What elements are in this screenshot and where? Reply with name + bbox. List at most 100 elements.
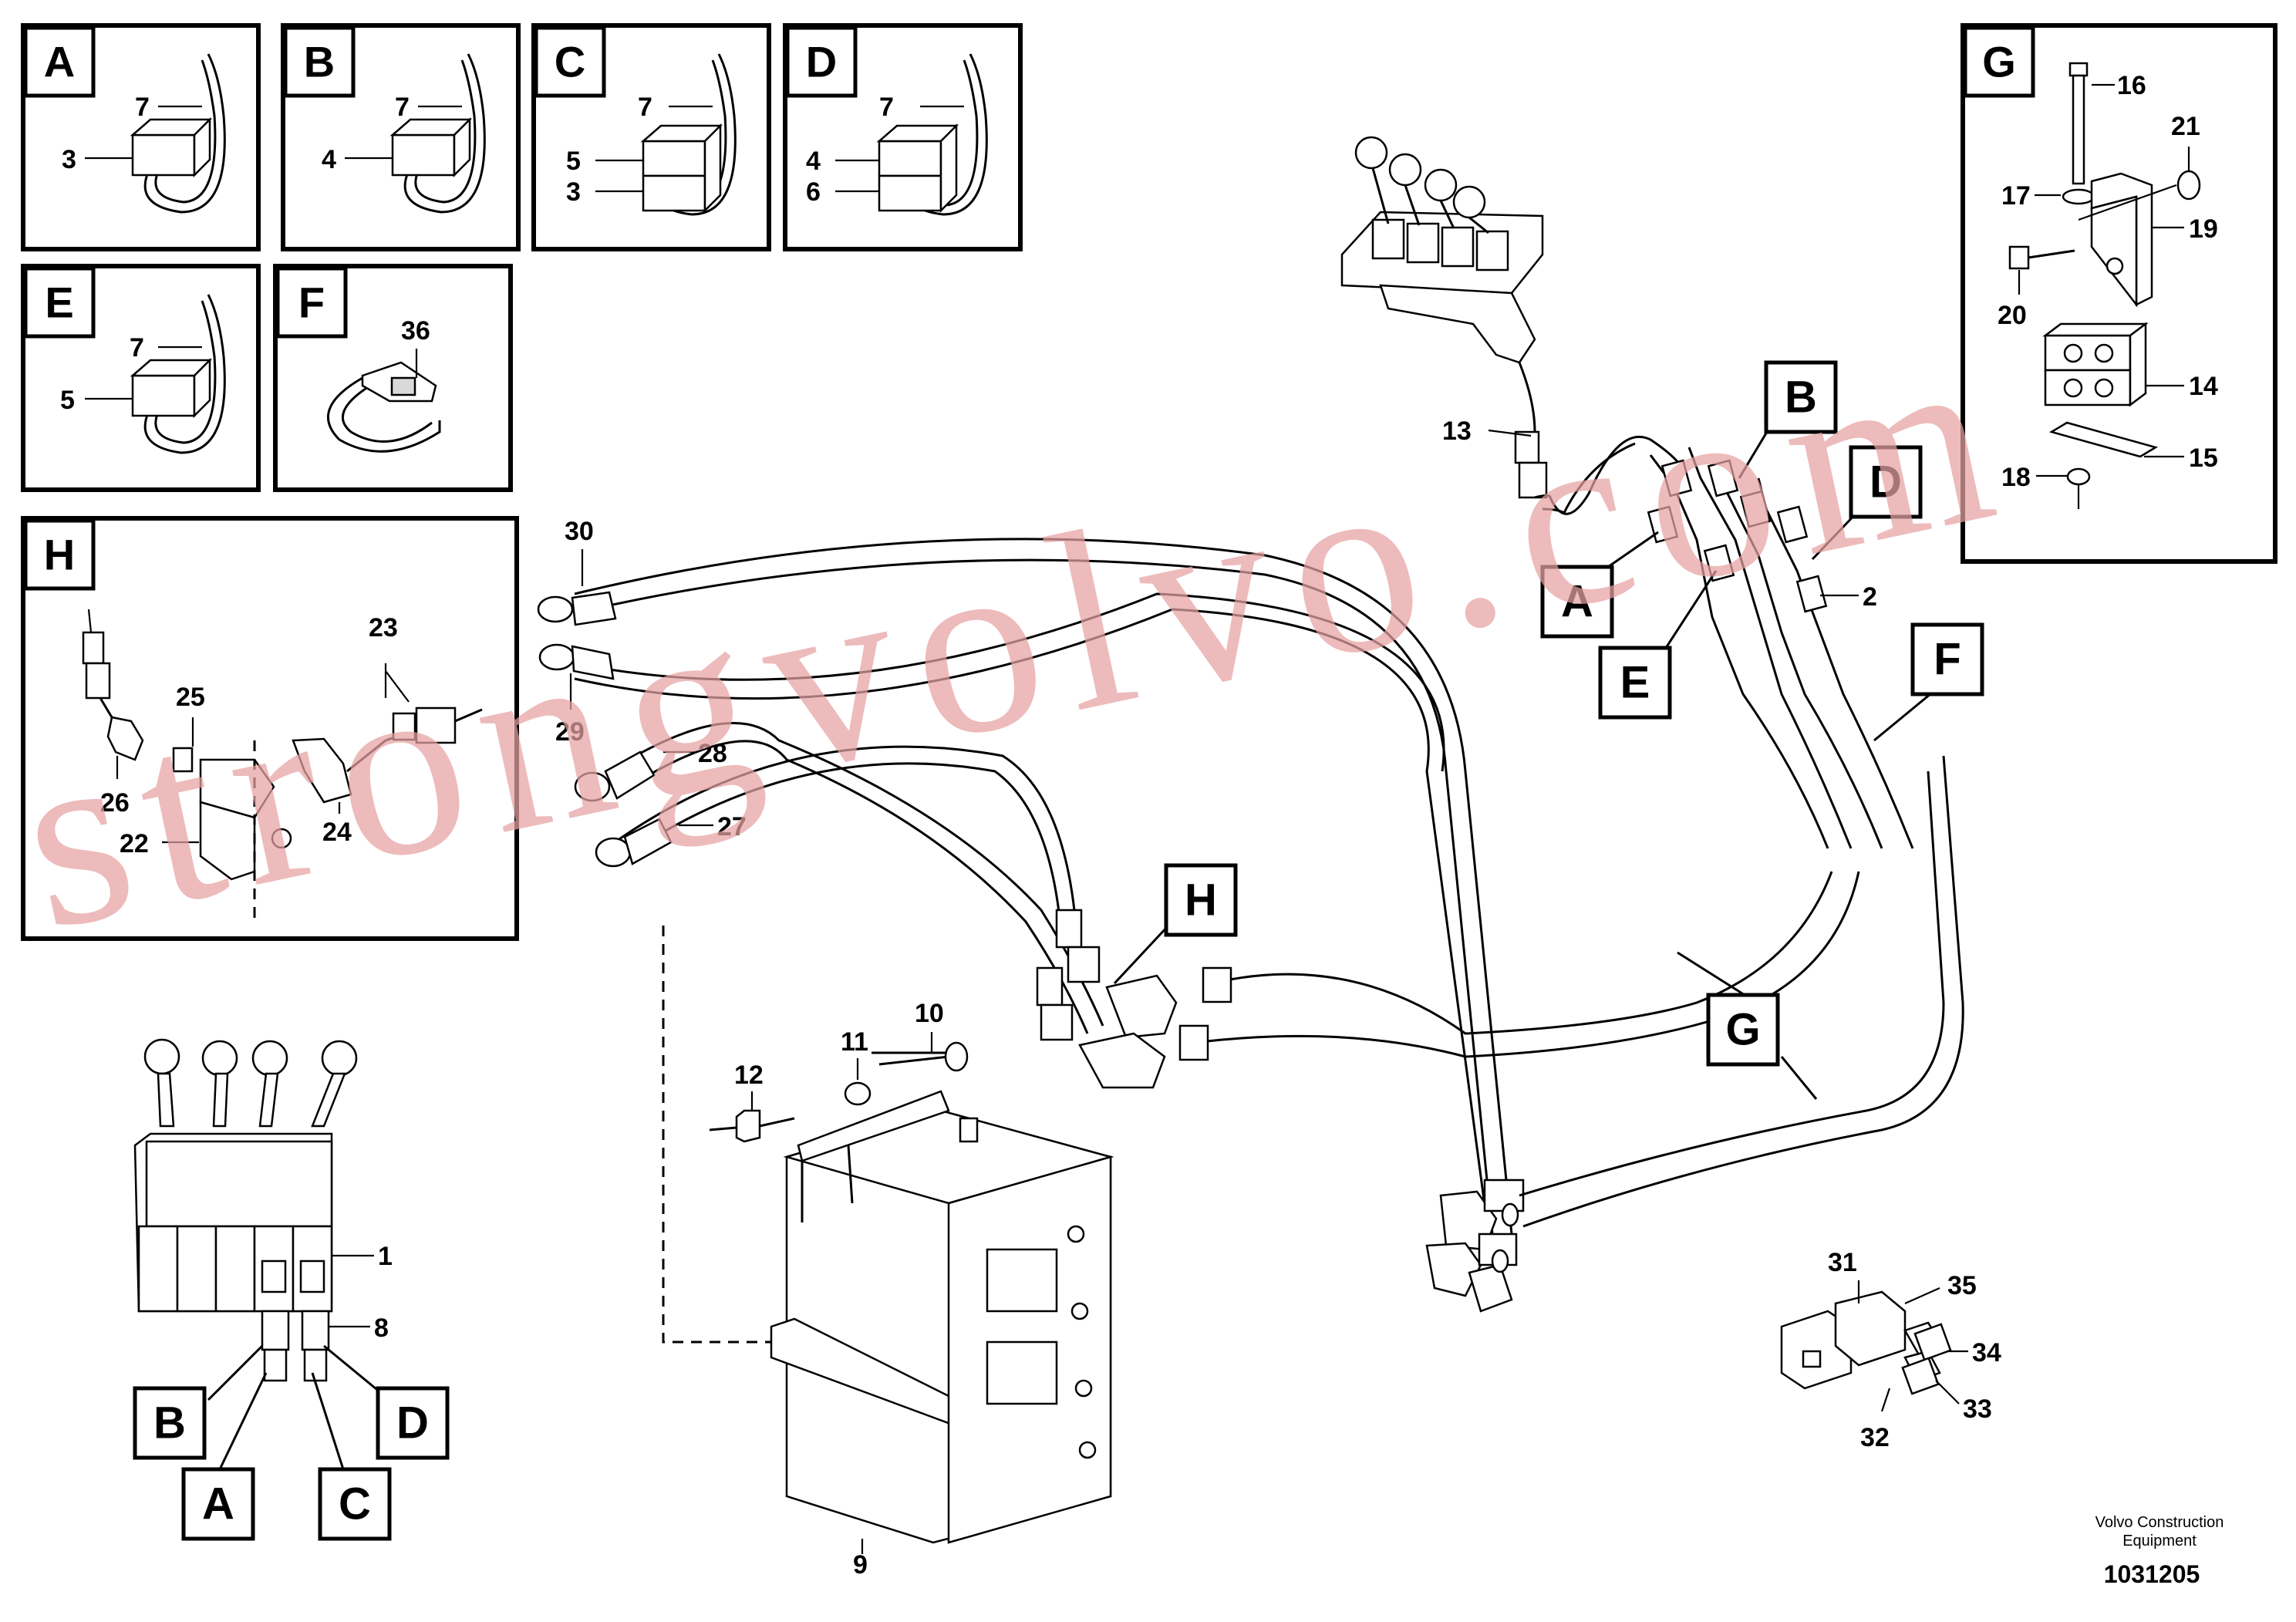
hose-tag-f <box>1910 622 1984 696</box>
tee-fittings <box>1425 755 1964 1313</box>
screw <box>2008 245 2075 270</box>
inset-d: D 7 4 6 <box>783 23 1023 251</box>
callout-4: 4 <box>806 147 821 176</box>
inset-h: H 23 25 26 24 22 <box>21 516 519 941</box>
callout-4: 4 <box>322 145 336 174</box>
callout-9: 9 <box>853 1550 868 1580</box>
valve-mounting-hardware <box>709 1041 969 1143</box>
cable-tie-clamp <box>130 53 226 214</box>
callout-22: 22 <box>120 829 149 858</box>
pilot-hose-bundle <box>1647 447 1914 849</box>
inset-letter: G <box>1982 38 2016 86</box>
callout-7: 7 <box>135 93 150 122</box>
nut <box>2066 467 2091 486</box>
tag-leader <box>207 1344 264 1401</box>
hose-tag-h <box>1164 863 1238 937</box>
callout-24: 24 <box>322 818 352 847</box>
inset-g: G 16 17 19 21 20 <box>1961 23 2277 564</box>
inset-tag <box>275 266 348 339</box>
callout-26: 26 <box>100 788 130 818</box>
pilot-hose-13 <box>1514 430 1683 515</box>
hose-tag-letter: B <box>1785 373 1817 423</box>
footer-company-line2: Equipment <box>2122 1533 2197 1549</box>
hose-tag-c <box>318 1467 392 1541</box>
hose-tag-letter: G <box>1725 1005 1760 1055</box>
hose-tag-letter: C <box>339 1479 371 1529</box>
inset-tag <box>23 25 96 98</box>
tag-leader <box>1607 531 1659 568</box>
inset-e: E 7 5 <box>21 264 261 492</box>
inset-tag <box>23 518 96 591</box>
inset-tag <box>283 25 356 98</box>
callout-3: 3 <box>62 145 76 174</box>
callout-7: 7 <box>638 93 652 122</box>
hose-tag-a <box>181 1467 255 1541</box>
callout-36: 36 <box>401 316 430 346</box>
cable-tie-clamp <box>130 294 226 454</box>
cable-tie-clamp <box>389 53 486 214</box>
callout-10: 10 <box>915 999 944 1028</box>
joystick-unit <box>133 1038 358 1382</box>
solenoid-valve <box>1780 1290 1952 1395</box>
hose-tag-letter: H <box>1185 875 1217 926</box>
callout-7: 7 <box>395 93 410 122</box>
tag-leader <box>1113 924 1170 985</box>
bracket <box>2090 195 2138 308</box>
callout-35: 35 <box>1947 1271 1977 1300</box>
callout-8: 8 <box>374 1313 389 1343</box>
cable-tie-double-clamp <box>876 53 988 216</box>
callout-14: 14 <box>2189 372 2218 401</box>
callout-28: 28 <box>698 739 727 768</box>
control-valve-block <box>662 926 1114 1544</box>
leader <box>1935 1380 1960 1404</box>
tag-leader <box>1780 1056 1818 1100</box>
hose-tag-e <box>1598 646 1672 720</box>
hose-tag-letter: F <box>1934 635 1961 685</box>
callout-11: 11 <box>841 1027 868 1057</box>
hose-tag-letter: D <box>1870 457 1902 508</box>
inset-tag <box>1963 25 2035 98</box>
callout-23: 23 <box>369 613 398 642</box>
inset-tag <box>23 266 96 339</box>
cable-tie-double-clamp <box>640 53 737 216</box>
callout-30: 30 <box>565 517 594 546</box>
inset-f: F 36 <box>273 264 513 492</box>
washer <box>2176 170 2201 201</box>
inset-tag <box>785 25 858 98</box>
callout-6: 6 <box>806 177 821 207</box>
callout-15: 15 <box>2189 443 2218 473</box>
clamp-block <box>2042 322 2149 407</box>
callout-33: 33 <box>1963 1394 1992 1424</box>
inset-letter: C <box>555 38 585 86</box>
hose-tag-letter: A <box>1561 577 1593 627</box>
hose-end <box>537 595 574 623</box>
hose-tag-letter: B <box>153 1398 186 1448</box>
hose-tag-letter: D <box>396 1398 429 1448</box>
hose-end <box>574 771 611 802</box>
callout-20: 20 <box>1998 301 2027 330</box>
tag-leader <box>218 1372 268 1470</box>
hose-tag-b <box>1764 360 1838 434</box>
callout-21: 21 <box>2171 112 2200 141</box>
callout-32: 32 <box>1860 1423 1890 1452</box>
callout-3: 3 <box>566 177 581 207</box>
callout-1: 1 <box>378 1242 393 1271</box>
callout-12: 12 <box>734 1061 764 1090</box>
hose-tag-letter: E <box>1620 658 1650 708</box>
hose-tag-g <box>1706 993 1780 1067</box>
inset-c: C 7 5 3 <box>531 23 771 251</box>
footer-company-line1: Volvo Construction <box>2095 1514 2224 1531</box>
callout-13: 13 <box>1442 416 1472 446</box>
callout-19: 19 <box>2189 214 2218 244</box>
callout-5: 5 <box>60 386 75 415</box>
callout-7: 7 <box>879 93 894 122</box>
callout-2: 2 <box>1863 582 1877 612</box>
callout-5: 5 <box>566 147 581 176</box>
bolt <box>2068 62 2089 185</box>
leader <box>1488 429 1532 437</box>
tag-leader <box>1677 951 1752 1000</box>
callout-7: 7 <box>130 333 144 363</box>
inset-tag <box>534 25 606 98</box>
inset-letter: E <box>45 278 73 327</box>
